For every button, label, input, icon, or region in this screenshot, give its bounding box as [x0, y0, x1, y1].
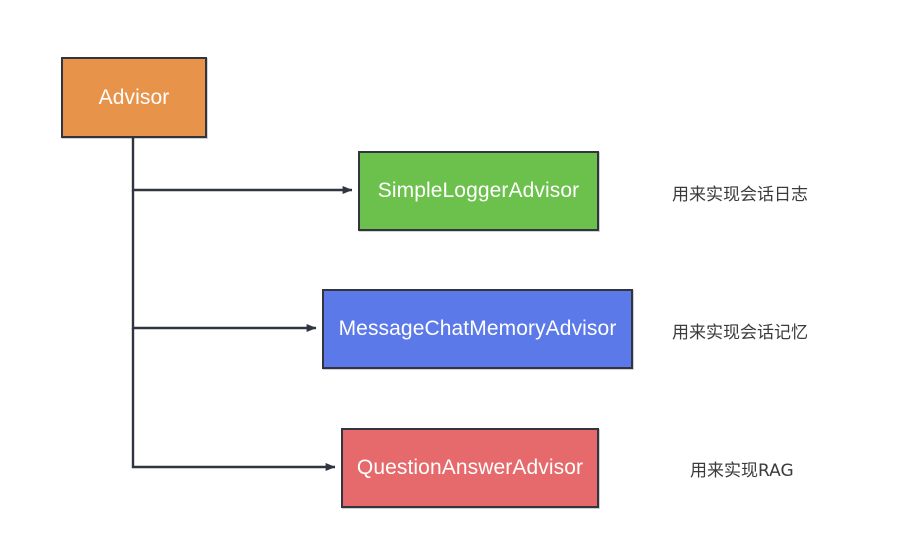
node-question-answer-advisor[interactable]: QuestionAnswerAdvisor	[341, 428, 599, 508]
annotation-simple-logger-advisor: 用来实现会话日志	[672, 185, 808, 205]
node-message-chat-memory-advisor-label: MessageChatMemoryAdvisor	[338, 317, 617, 340]
annotation-message-chat-memory-advisor: 用来实现会话记忆	[672, 323, 808, 343]
node-message-chat-memory-advisor[interactable]: MessageChatMemoryAdvisor	[322, 289, 633, 369]
edge-advisor-to-simpleloggeradvisor	[131, 138, 353, 194]
node-advisor[interactable]: Advisor	[61, 57, 207, 138]
annotation-question-answer-advisor: 用来实现RAG	[690, 461, 794, 481]
edge-advisor-to-questionansweradvisor	[131, 328, 336, 471]
node-question-answer-advisor-label: QuestionAnswerAdvisor	[356, 456, 584, 479]
edge-advisor-to-messagechatmemoryadvisor	[131, 190, 317, 332]
node-advisor-label: Advisor	[98, 85, 170, 109]
node-simple-logger-advisor[interactable]: SimpleLoggerAdvisor	[358, 151, 599, 231]
node-simple-logger-advisor-label: SimpleLoggerAdvisor	[377, 179, 580, 202]
